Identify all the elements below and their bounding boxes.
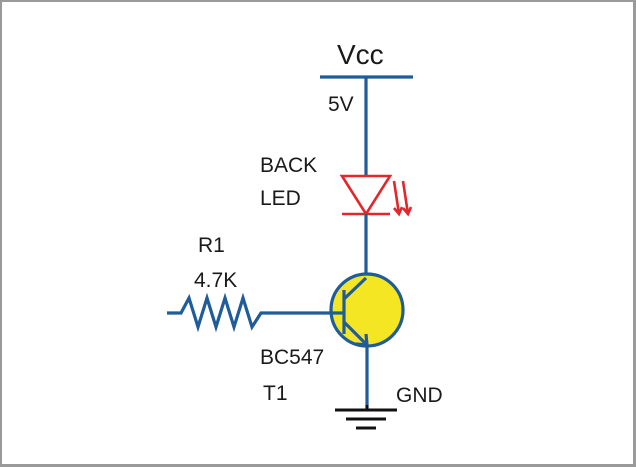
led-label-line1: BACK [260, 154, 317, 177]
led-light-arrows-icon [392, 180, 413, 217]
led-icon [339, 174, 413, 217]
transistor-collector [342, 276, 368, 301]
npn-transistor-icon [329, 272, 405, 348]
transistor-emitter [342, 320, 369, 347]
ground-icon [335, 405, 397, 430]
led-label-line2: LED [260, 187, 301, 210]
led-triangle [339, 174, 393, 217]
resistor-value-label: 4.7K [194, 269, 237, 292]
vcc-label: Vcc [337, 39, 384, 70]
resistor-name-label: R1 [198, 234, 225, 257]
supply-voltage-label: 5V [328, 93, 354, 116]
transistor-part-label: BC547 [260, 346, 324, 369]
resistor-r1-icon [167, 292, 344, 333]
ground-label: GND [396, 384, 443, 407]
transistor-name-label: T1 [263, 382, 288, 405]
